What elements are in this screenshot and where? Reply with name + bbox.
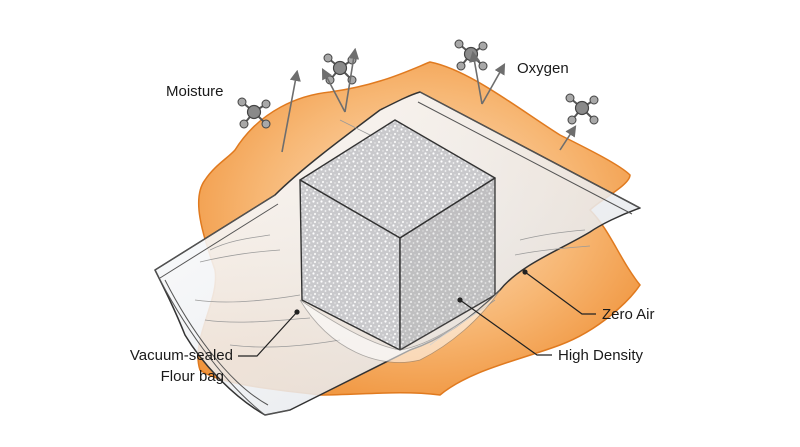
bag-seal-bottom [154,269,291,416]
leader-high-density [459,299,552,356]
bag-film-front [299,289,501,363]
label-zero-air: Zero Air [602,306,655,323]
leader-zero-air [524,271,596,315]
arrow-up-icon [321,68,346,113]
label-bag-line1: Vacuum-sealed [130,347,233,364]
arrow-up-icon [469,50,483,105]
flour-cube [299,119,496,351]
arrow-up-icon [281,69,301,153]
label-high-density: High Density [558,347,644,364]
bag-seal-right [417,91,641,215]
arrow-up-icon [481,63,506,105]
label-moisture: Moisture [166,83,224,100]
label-oxygen: Oxygen [517,60,569,77]
label-bag-line2: Flour bag [161,368,224,385]
arrow-up-icon [344,47,360,113]
arrow-up-icon [559,125,577,151]
bag-seal-left [154,194,279,279]
molecule-icon [565,93,599,125]
molecule-icon [454,39,488,71]
molecule-icon [237,97,271,129]
leader-flour-bag [238,311,298,357]
